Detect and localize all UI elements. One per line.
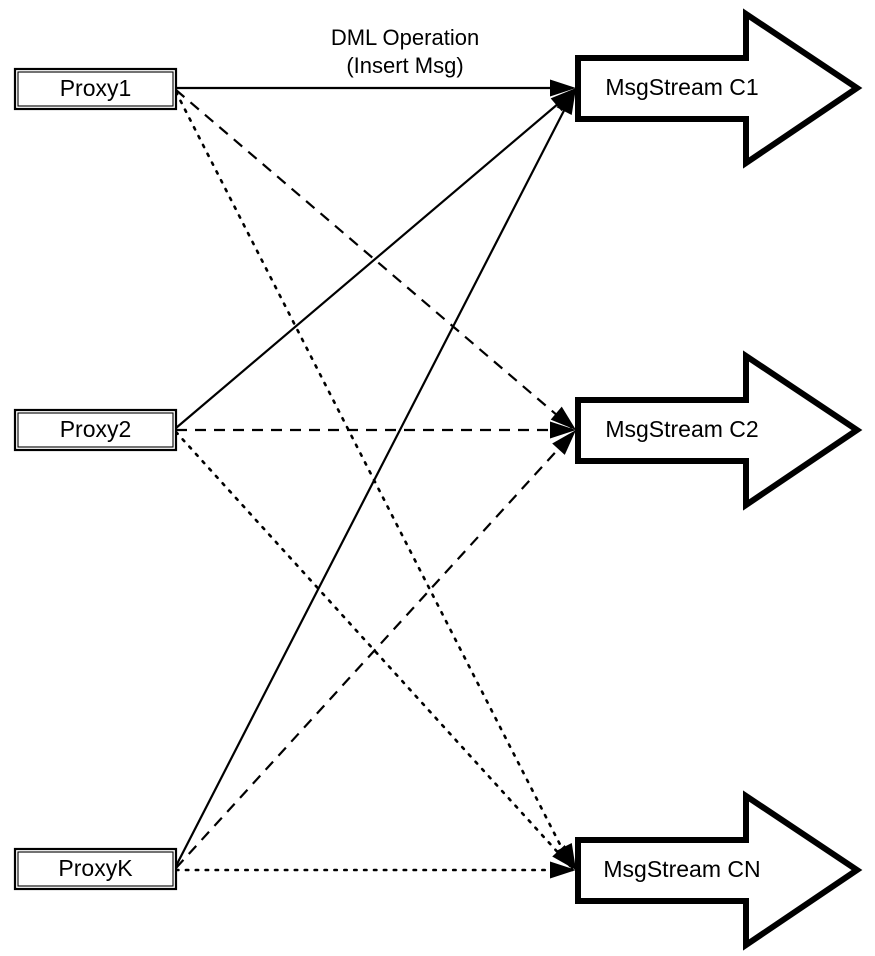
proxy-node-box — [13, 408, 178, 452]
arrowhead-proxy2-to-cn — [552, 845, 576, 870]
arrowhead-proxyk-to-c1 — [556, 88, 576, 116]
proxy-node-label: Proxy1 — [60, 75, 132, 101]
connection-links-layer — [174, 86, 574, 872]
msgstream-node-c2[interactable]: MsgStream C2 — [575, 350, 863, 511]
link-proxy1-to-c2 — [175, 89, 573, 429]
arrowheads-layer — [550, 79, 576, 879]
proxy-node-proxy1[interactable]: Proxy1 — [13, 67, 178, 111]
arrowhead-proxy1-to-c1 — [550, 79, 576, 97]
arrowhead-proxy1-to-c2 — [550, 406, 576, 430]
proxy-node-proxy2[interactable]: Proxy2 — [13, 408, 178, 452]
proxy-node-proxyk[interactable]: ProxyK — [13, 847, 178, 891]
edge-caption-line-2: (Insert Msg) — [346, 53, 463, 78]
arrowhead-proxyk-to-cn — [550, 861, 576, 879]
arrowhead-proxy2-to-c2 — [550, 421, 576, 439]
proxy-node-inner-border — [17, 851, 174, 887]
msgstream-node-label: MsgStream C1 — [605, 74, 758, 100]
edge-caption-line-1: DML Operation — [331, 25, 479, 50]
proxy-node-label: ProxyK — [58, 855, 133, 881]
msgstream-block-arrow — [575, 8, 863, 169]
proxy-node-inner-border — [17, 412, 174, 448]
msgstream-node-cn[interactable]: MsgStream CN — [575, 790, 863, 951]
msgstream-nodes-layer: MsgStream C1 MsgStream C2 MsgStream CN — [575, 8, 863, 951]
proxy-node-box — [13, 67, 178, 111]
link-proxyk-to-c1 — [175, 94, 573, 867]
link-proxyk-to-c2 — [175, 433, 573, 869]
msgstream-node-c1[interactable]: MsgStream C1 — [575, 8, 863, 169]
msgstream-block-arrow — [575, 790, 863, 951]
proxy-node-inner-border — [17, 71, 174, 107]
arrowhead-proxyk-to-c2 — [552, 430, 576, 455]
arrowhead-proxy2-to-c1 — [550, 88, 576, 112]
proxy-node-label: Proxy2 — [60, 416, 132, 442]
link-proxy2-to-c1 — [175, 91, 573, 429]
link-proxy2-to-cn — [174, 430, 574, 870]
msgstream-node-label: MsgStream C2 — [605, 416, 758, 442]
edge-caption: DML Operation (Insert Msg) — [331, 25, 479, 78]
msgstream-block-arrow — [575, 350, 863, 511]
msgstream-node-label: MsgStream CN — [603, 856, 760, 882]
proxy-node-box — [13, 847, 178, 891]
